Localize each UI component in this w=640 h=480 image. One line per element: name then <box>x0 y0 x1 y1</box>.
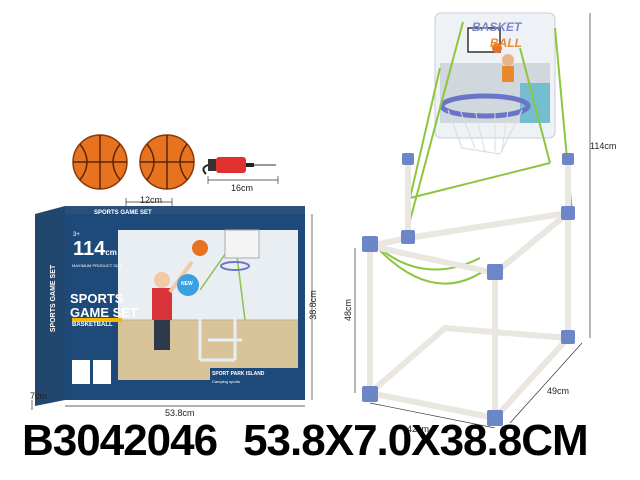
new-badge: NEW <box>181 281 193 287</box>
box-height-text: 114cm <box>73 238 117 261</box>
stand-depth-dimension: 49cm <box>547 386 570 396</box>
box-title-line1: SPORTS <box>70 291 124 306</box>
product-box <box>31 206 313 410</box>
box-title-line2: GAME SET <box>70 305 138 320</box>
box-height-dimension: 38.8cm <box>307 290 318 320</box>
pump-dimension-label: 16cm <box>231 183 254 193</box>
backboard-text-1: BASKET <box>472 20 522 34</box>
box-height-caption: MAXIMUM PRODUCT SIZE <box>72 263 123 268</box>
box-age-label: 3+ <box>73 232 80 238</box>
ball-dimension-label: 12cm <box>140 195 163 205</box>
stand-width-dimension: 42cm <box>407 424 430 434</box>
stand-lower-dimension: 48cm <box>343 298 354 322</box>
age-text: 3+ <box>73 232 80 238</box>
height-unit: cm <box>105 248 117 257</box>
basketball-2 <box>139 134 195 190</box>
box-brand: SPORT PARK ISLAND <box>212 371 265 377</box>
ball-dimension-line <box>125 198 173 206</box>
pump <box>202 157 276 175</box>
box-brand-sub: Camping sports <box>212 379 241 384</box>
box-width-dimension: 53.8cm <box>165 408 195 418</box>
height-number: 114 <box>73 238 106 260</box>
accessories-group <box>72 134 279 206</box>
basketball-1 <box>72 134 128 190</box>
box-top-label: SPORTS GAME SET <box>94 210 152 216</box>
product-code: B3042046 <box>22 416 218 465</box>
box-side-text: SPORTS GAME SET <box>50 264 58 333</box>
stand-height-dimension: 114cm <box>590 141 617 151</box>
basketball-stand <box>354 12 591 428</box>
product-size: 53.8X7.0X38.8CM <box>243 416 589 465</box>
pump-dimension-line <box>207 176 279 184</box>
box-subtitle: BASKETBALL <box>72 322 113 328</box>
product-code-line: B3042046 53.8X7.0X38.8CM <box>22 416 614 466</box>
box-depth-dimension: 7cm <box>30 391 48 401</box>
backboard-text-2: BALL <box>490 36 522 50</box>
box-title: SPORTS GAME SET <box>70 292 138 320</box>
